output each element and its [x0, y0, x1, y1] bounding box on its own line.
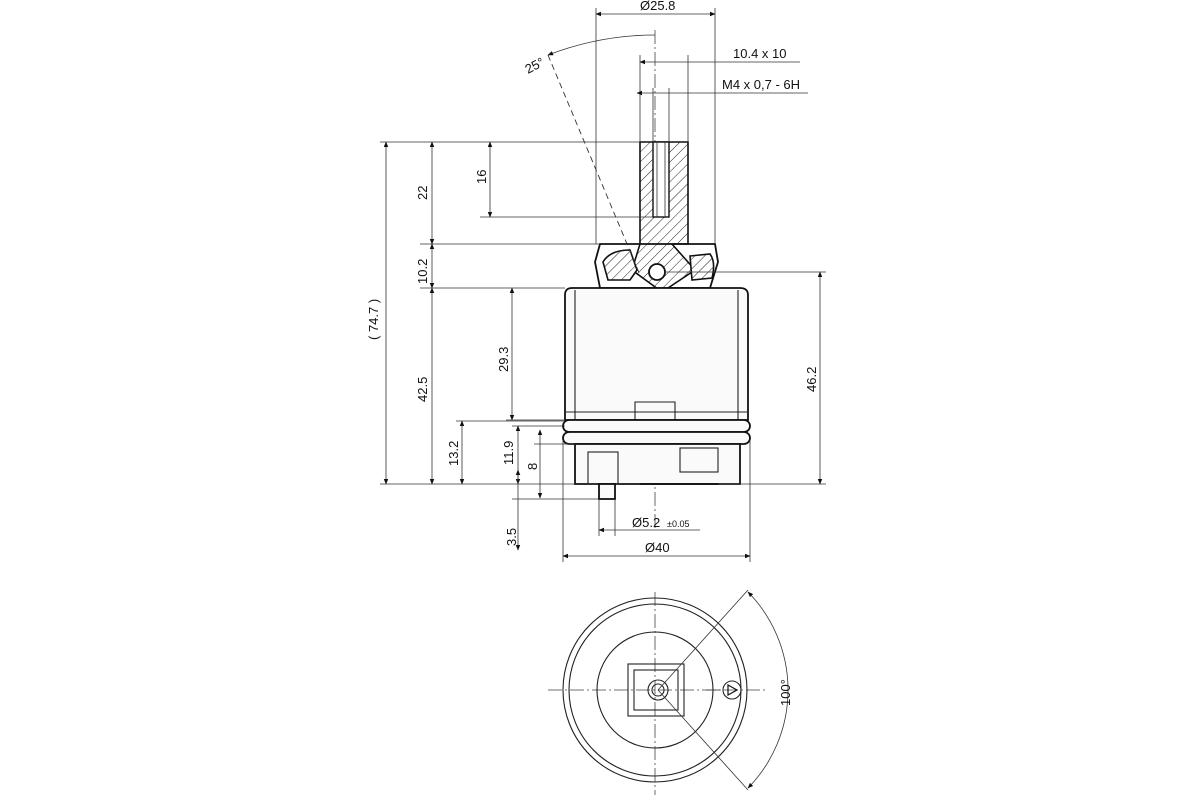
- dim-body-height: 42.5: [415, 377, 430, 402]
- tilt-axis-line: [547, 54, 641, 276]
- body-notch: [634, 401, 676, 420]
- dim-stem-length: 22: [415, 186, 430, 200]
- tilt-angle-label: 25°: [522, 54, 546, 76]
- bottom-dimensions: Ø5.2 ±0.05 Ø40: [562, 440, 751, 562]
- dim-cap-height: 10.2: [415, 259, 430, 284]
- rotation-ray: [657, 689, 749, 791]
- thread-hole-inner: [651, 683, 665, 697]
- direction-marker: [722, 680, 742, 700]
- bottom-pin: [598, 483, 616, 500]
- dim-overall-height: ( 74.7 ): [366, 299, 381, 340]
- cartridge-base: [574, 443, 741, 485]
- dim-spline: 10.4 x 10: [733, 46, 787, 61]
- tilt-angle-arc: [547, 34, 656, 56]
- o-ring-band: [562, 431, 751, 445]
- dim-body-upper: 29.3: [496, 347, 511, 372]
- cap-lever-section: [689, 253, 715, 281]
- dim-base-11-9: 11.9: [501, 441, 516, 465]
- base-pocket: [679, 447, 719, 473]
- o-ring-band: [562, 419, 751, 433]
- outer-rim: [562, 597, 748, 783]
- cap-lever-section: [602, 249, 638, 281]
- dim-thread: M4 x 0,7 - 6H: [722, 77, 800, 92]
- rotation-arc: [747, 591, 789, 789]
- dim-lower-height: 46.2: [804, 367, 819, 392]
- dim-thread-depth: 16: [474, 170, 489, 184]
- rotation-ray: [657, 589, 749, 691]
- tilt-geometry: 25°: [522, 34, 656, 276]
- dim-dia-stem: Ø25.8: [640, 0, 675, 13]
- spline-inner: [633, 669, 679, 711]
- stem-thread-bore: [652, 141, 670, 218]
- top-view: 100°: [548, 589, 793, 795]
- dim-rotation-angle: 100°: [778, 679, 793, 706]
- front-view: [562, 30, 751, 530]
- cartridge-body: [564, 287, 749, 421]
- thread-hole: [647, 679, 669, 701]
- spline-outer: [627, 663, 685, 717]
- dim-body-dia: Ø40: [645, 540, 670, 555]
- dim-base-8: 8: [525, 463, 540, 470]
- left-dimensions: ( 74.7 ) 22 16 10.2 42.5 29.3 13.2 11.9 …: [366, 141, 653, 551]
- pivot-pin: [648, 263, 666, 281]
- right-dimensions: 46.2: [666, 271, 826, 485]
- dim-pin-tolerance: ±0.05: [667, 519, 689, 529]
- dim-pin-height: 3.5: [504, 528, 519, 546]
- direction-arrow-icon: [727, 683, 739, 697]
- dim-pin-dia: Ø5.2: [632, 515, 660, 530]
- top-dimensions: Ø25.8 10.4 x 10 M4 x 0,7 - 6H: [595, 0, 808, 244]
- dim-base-13-2: 13.2: [446, 441, 461, 466]
